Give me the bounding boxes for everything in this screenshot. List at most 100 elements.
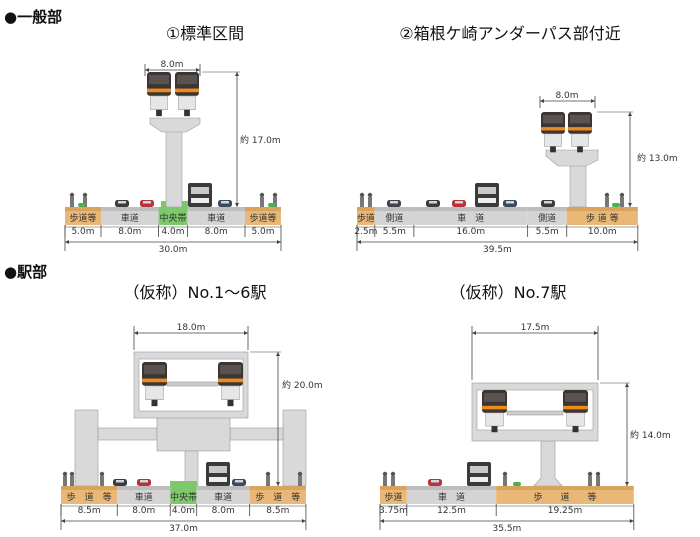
pedestrian [265,471,271,486]
pier-crossbeam [545,149,599,167]
pedestrian-head [604,192,610,198]
car-window [429,201,437,204]
segment-width: 8.0m [132,506,155,516]
truck-grille [209,477,227,482]
pedestrian-body [605,197,609,207]
road-segment-median [170,490,197,504]
pedestrian-body [383,476,387,486]
car-window [544,201,552,204]
pier-column [165,127,183,208]
road-segment-road [374,211,414,225]
pedestrian-head [382,471,388,477]
segment-width: 5.0m [251,227,274,237]
support-column-left [74,409,99,487]
segment-width: 3.75m [379,506,408,516]
pedestrian-body [273,197,277,207]
pedestrian-body [360,197,364,207]
train-car [568,112,592,153]
train-wheel [491,426,498,433]
car [452,200,466,207]
segment-width: 12.5m [437,506,466,516]
train-wheel [156,109,162,117]
pedestrian-body [391,476,395,486]
truck [467,462,491,486]
segment-label: 歩道 [357,212,375,224]
pedestrian [69,471,75,486]
total-width: 30.0m [159,245,188,255]
train-bogie [485,412,504,427]
pedestrian [587,471,593,486]
train-window [565,393,586,402]
segment-label: 車道 [135,491,153,503]
train-bogie [544,133,562,147]
segment-label: 歩道等 [69,212,96,224]
train-wheel [577,146,583,153]
road-surface-sidewalk [380,486,407,490]
support-beam-left [97,427,158,441]
station-width: 18.0m [177,323,206,333]
structure-height: 約 17.0m [240,134,281,146]
segment-label: 車 道 [438,491,465,503]
shrub [612,203,620,207]
road-surface-road [406,486,497,490]
support-beam-right [229,427,284,441]
road-segment-sidewalk [61,490,118,504]
heading-station: ●駅部 [4,263,47,281]
truck-body [188,183,212,207]
car-window [140,480,148,483]
truck-body [467,462,491,486]
train-stripe [541,127,565,131]
road-segment-sidewalk [357,211,375,225]
train-wheel [550,146,556,153]
car [115,200,129,207]
car-window [455,201,463,204]
pedestrian-body [260,197,264,207]
train-stripe [142,378,167,383]
road-surface-road [374,207,414,211]
pedestrian-head [99,471,105,477]
car [232,479,246,486]
car-window [116,480,124,483]
road-segment-road [196,490,250,504]
car-window [143,201,151,204]
pedestrian-head [62,471,68,477]
station-width: 17.5m [521,323,550,333]
train-car [218,362,243,407]
pedestrian-head [619,192,625,198]
pier-head [156,416,231,452]
total-width: 35.5m [493,524,522,534]
pedestrian-head [297,471,303,477]
pedestrian [604,192,610,207]
support-column-right [282,409,307,487]
title-underpass-section: ②箱根ケ崎アンダーパス部付近 [399,24,621,43]
road-segment-road [413,211,528,225]
segment-width: 8.0m [118,227,141,237]
segment-label: 歩道 [384,491,402,503]
truck-window [191,187,209,194]
train-window [543,115,563,124]
title-station-1-6: （仮称）No.1～6駅 [124,283,267,302]
truck-grille [470,477,488,482]
car [113,479,127,486]
segment-label: 中央帯 [159,212,186,224]
structure-height: 約 14.0m [630,429,671,441]
road-segment-sidewalk [566,211,638,225]
train-bogie [178,95,196,110]
train-window [144,365,165,375]
pedestrian-head [259,192,265,198]
truck-grille [478,198,496,203]
pedestrian-head [359,192,365,198]
road-segment-road [527,211,567,225]
segment-width: 8.0m [212,506,235,516]
title-station-7: （仮称）No.7駅 [450,283,567,302]
train-stripe [218,378,243,383]
road-surface-median [158,207,188,211]
car [137,479,151,486]
segment-width: 2.5m [354,227,377,237]
segment-label: 車道 [121,212,139,224]
pedestrian-body [100,476,104,486]
segment-label: 歩 道 等 [67,491,112,503]
pedestrian [382,471,388,486]
car-window [506,201,514,204]
